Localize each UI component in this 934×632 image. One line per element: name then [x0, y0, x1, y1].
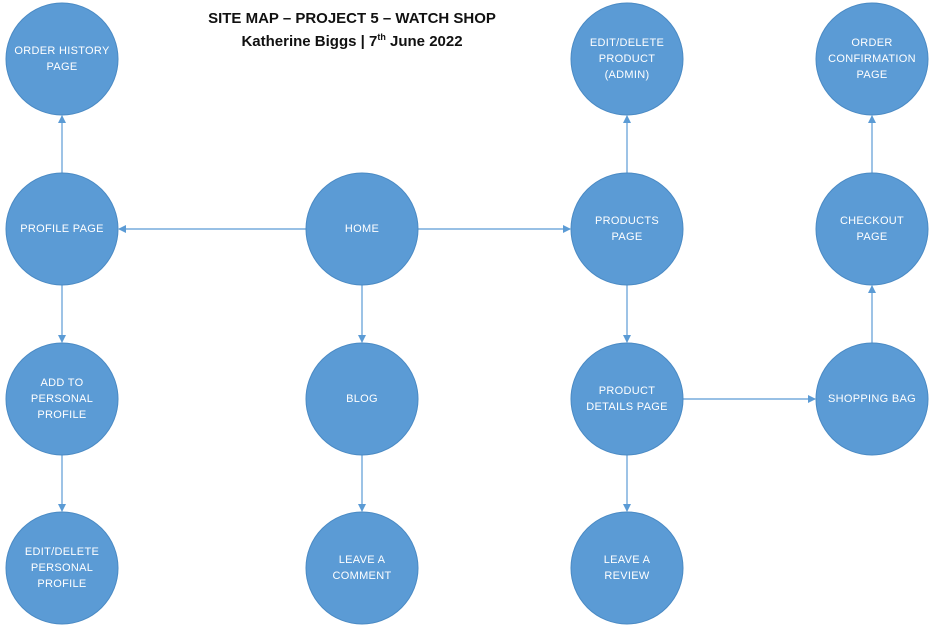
node-products: PRODUCTS PAGE	[570, 172, 684, 286]
node-edit-profile: EDIT/DELETE PERSONAL PROFILE	[5, 511, 119, 625]
node-label-edit-profile: EDIT/DELETE	[25, 546, 99, 558]
node-label-shopping-bag: SHOPPING BAG	[828, 393, 916, 405]
node-label-product-details: PRODUCT	[599, 385, 656, 397]
node-label-edit-product: (ADMIN)	[605, 69, 650, 81]
node-profile: PROFILE PAGE	[5, 172, 119, 286]
node-blog: BLOG	[305, 342, 419, 456]
subtitle-author: Katherine Biggs | 7	[241, 33, 378, 50]
nodes-layer: ORDER HISTORY PAGE PROFILE PAGE ADD TO PERSO…	[5, 2, 929, 625]
node-shopping-bag: SHOPPING BAG	[815, 342, 929, 456]
subtitle-superscript: th	[377, 32, 386, 42]
diagram-subtitle: Katherine Biggs | 7th June 2022	[0, 32, 704, 50]
node-label-edit-profile: PROFILE	[37, 578, 86, 590]
node-checkout: CHECKOUT PAGE	[815, 172, 929, 286]
node-edit-product: EDIT/DELETE PRODUCT (ADMIN)	[570, 2, 684, 116]
node-label-add-profile: ADD TO	[41, 377, 84, 389]
node-label-products: PAGE	[612, 231, 643, 243]
node-label-blog: BLOG	[346, 393, 378, 405]
node-label-add-profile: PROFILE	[37, 409, 86, 421]
node-label-order-confirmation: CONFIRMATION	[828, 53, 916, 65]
node-label-checkout: PAGE	[857, 231, 888, 243]
node-circle-add-profile	[5, 342, 119, 456]
node-label-order-history: ORDER HISTORY	[14, 45, 110, 57]
node-circle-product-details	[570, 342, 684, 456]
diagram-title: SITE MAP – PROJECT 5 – WATCH SHOP	[208, 10, 496, 27]
node-label-checkout: CHECKOUT	[840, 215, 904, 227]
node-circle-order-history	[5, 2, 119, 116]
subtitle-date: June 2022	[385, 33, 463, 50]
node-circle-edit-product	[570, 2, 684, 116]
node-label-product-details: DETAILS PAGE	[586, 401, 667, 413]
node-label-order-confirmation: PAGE	[857, 69, 888, 81]
node-circle-blog	[305, 342, 419, 456]
node-label-leave-review: REVIEW	[604, 570, 650, 582]
node-home: HOME	[305, 172, 419, 286]
node-circle-leave-review	[570, 511, 684, 625]
node-label-products: PRODUCTS	[595, 215, 659, 227]
node-leave-comment: LEAVE A COMMENT	[305, 511, 419, 625]
node-label-order-history: PAGE	[47, 61, 78, 73]
node-circle-checkout	[815, 172, 929, 286]
node-product-details: PRODUCT DETAILS PAGE	[570, 342, 684, 456]
node-label-profile: PROFILE PAGE	[20, 223, 103, 235]
node-order-confirmation: ORDER CONFIRMATION PAGE	[815, 2, 929, 116]
node-circle-profile	[5, 172, 119, 286]
node-label-home: HOME	[345, 223, 379, 235]
edges-layer	[58, 115, 876, 512]
node-circle-order-confirmation	[815, 2, 929, 116]
node-circle-shopping-bag	[815, 342, 929, 456]
node-label-add-profile: PERSONAL	[31, 393, 93, 405]
node-circle-home	[305, 172, 419, 286]
node-circle-products	[570, 172, 684, 286]
node-label-edit-profile: PERSONAL	[31, 562, 93, 574]
node-circle-edit-profile	[5, 511, 119, 625]
node-label-leave-review: LEAVE A	[604, 554, 651, 566]
node-add-profile: ADD TO PERSONAL PROFILE	[5, 342, 119, 456]
node-leave-review: LEAVE A REVIEW	[570, 511, 684, 625]
node-order-history: ORDER HISTORY PAGE	[5, 2, 119, 116]
node-label-leave-comment: COMMENT	[333, 570, 392, 582]
node-label-edit-product: PRODUCT	[599, 53, 656, 65]
node-label-edit-product: EDIT/DELETE	[590, 37, 664, 49]
node-label-leave-comment: LEAVE A	[339, 554, 386, 566]
node-circle-leave-comment	[305, 511, 419, 625]
node-label-order-confirmation: ORDER	[851, 37, 892, 49]
